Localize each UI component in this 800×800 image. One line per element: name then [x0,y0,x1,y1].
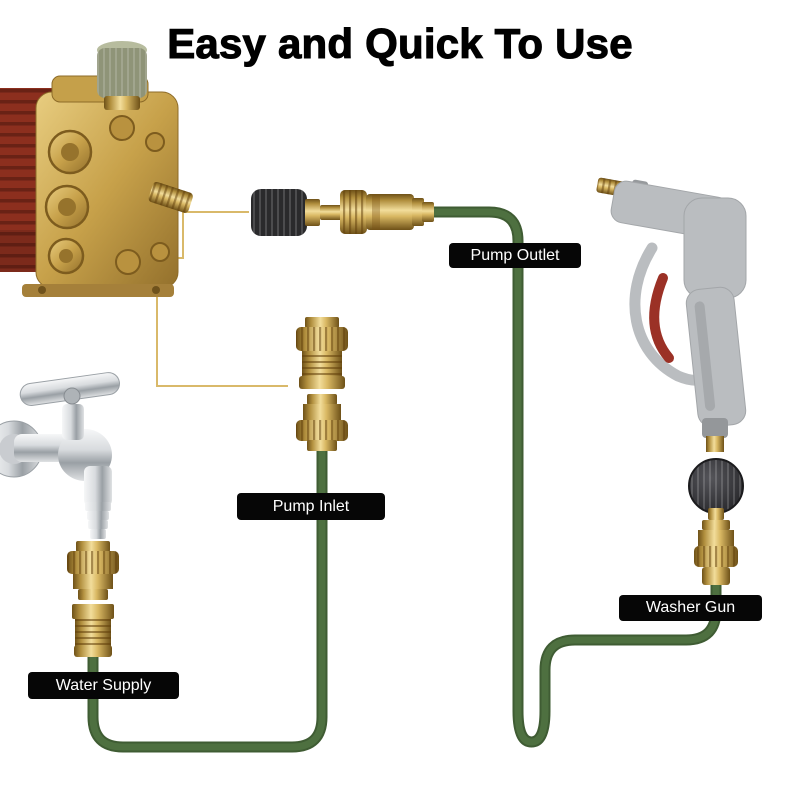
gun-m22-coupler [688,458,744,520]
trigger [649,273,674,363]
garden-hose [87,450,328,753]
pump-inlet-quick-connector [296,394,348,451]
gun-quick-connector [694,520,738,585]
water-supply-hose-adapter [72,604,114,657]
water-supply-quick-connector [67,541,119,600]
high-pressure-hose [430,206,722,748]
page-title: Easy and Quick To Use [167,19,633,67]
label-pump-inlet: Pump Inlet [237,493,385,520]
label-water-supply: Water Supply [28,672,179,699]
label-washer-gun: Washer Gun [619,595,762,621]
spray-gun [596,177,747,452]
pump-inlet-adapter [296,317,348,389]
pump-outlet-port [148,181,193,213]
water-faucet [0,372,120,539]
pump-outlet-quick-connector [340,190,434,234]
label-pump-outlet: Pump Outlet [449,243,581,268]
guide-line-inlet [156,262,288,387]
pressure-washer-pump [0,41,193,297]
pump-outlet-m22-coupler [251,189,342,236]
